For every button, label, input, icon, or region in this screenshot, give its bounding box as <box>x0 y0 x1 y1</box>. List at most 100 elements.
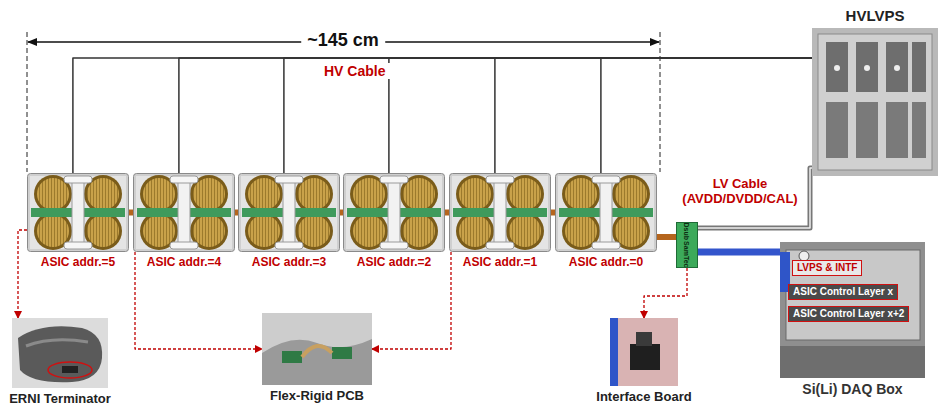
photo-caption: Interface Board <box>596 389 691 404</box>
graphic-part <box>62 366 78 373</box>
cable-connector <box>135 252 262 349</box>
daq-box-photo: Si(Li) DAQ BoxLVPS & INTFASIC Control La… <box>780 242 925 378</box>
cable-connector <box>284 58 812 173</box>
detector-module: ASIC addr.=1 <box>449 173 551 252</box>
graphic-part <box>48 362 92 378</box>
graphic-part <box>610 318 678 386</box>
graphic-part <box>12 318 108 388</box>
asic-address: ASIC addr.=5 <box>41 255 115 269</box>
connector-line <box>129 210 133 216</box>
graphic-part <box>262 339 372 385</box>
connector-line <box>389 58 812 173</box>
graphic-part <box>238 173 340 252</box>
graphic-part <box>615 215 647 247</box>
cable-connector <box>445 212 449 213</box>
connector-line <box>340 210 343 216</box>
graphic-part <box>509 215 541 247</box>
graphic-part <box>262 313 372 385</box>
graphic-part <box>834 65 840 71</box>
connector-name: Dsub <box>684 223 691 241</box>
terminator-photo: ERNI Terminator <box>12 318 108 388</box>
graphic-part <box>282 351 302 363</box>
graphic-part <box>332 347 352 359</box>
graphic-part <box>143 215 175 247</box>
photo-tag: ASIC Control Layer x <box>788 284 898 300</box>
cable-connector <box>601 58 812 173</box>
graphic-part <box>403 215 435 247</box>
cable-connector <box>129 212 133 213</box>
graphic-part <box>555 173 657 252</box>
connector-line <box>495 58 812 173</box>
graphic-part <box>636 332 652 346</box>
cable-connector <box>657 237 676 238</box>
photo-tag: ASIC Control Layer x+2 <box>788 306 909 322</box>
graphic-part <box>592 242 620 249</box>
photo-tag: LVPS & INTF <box>792 260 862 276</box>
graphic-part <box>556 174 657 252</box>
graphic-part <box>87 178 119 210</box>
detector-module: ASIC addr.=4 <box>133 173 235 252</box>
graphic-part <box>486 176 514 183</box>
cable-connector <box>18 230 27 318</box>
graphic-part <box>403 178 435 210</box>
graphic-part <box>818 34 932 170</box>
graphic-part <box>37 178 69 210</box>
connector-labels: DsubSamTec <box>676 222 698 268</box>
graphic-part <box>856 102 878 158</box>
graphic-part <box>298 215 330 247</box>
photo-caption: ERNI Terminator <box>9 391 111 406</box>
detector-module: ASIC addr.=2 <box>343 173 445 252</box>
tag-text: LVPS & INTF <box>797 262 857 274</box>
graphic-part <box>826 102 848 158</box>
cable-connector <box>73 58 812 173</box>
graphic-part <box>780 242 925 378</box>
board-photo: Interface Board <box>610 318 678 386</box>
connector-line <box>284 58 812 173</box>
cable-connector <box>495 58 812 173</box>
graphic-part <box>170 242 198 249</box>
graphic-part <box>812 28 938 176</box>
connector-line <box>551 210 555 216</box>
pcb-photo: Flex-Rigid PCB <box>262 313 372 385</box>
graphic-part <box>565 215 597 247</box>
graphic-part <box>509 178 541 210</box>
asic-address: ASIC addr.=4 <box>147 255 221 269</box>
graphic-part <box>450 174 551 252</box>
cable-connector <box>698 252 780 253</box>
graphic-part <box>592 176 620 183</box>
cable-label: LV Cable (AVDD/DVDD/CAL) <box>678 176 802 206</box>
graphic-part <box>494 177 506 248</box>
graphic-part <box>353 178 385 210</box>
graphic-part <box>452 176 548 249</box>
cable-label: HV Cable <box>318 63 391 79</box>
connector-line <box>445 210 449 216</box>
graphic-part <box>12 318 108 388</box>
graphic-part <box>615 178 647 210</box>
graphic-part <box>26 340 88 346</box>
graphic-part <box>344 174 445 252</box>
graphic-part <box>558 176 654 249</box>
connector-line <box>698 249 780 256</box>
dimension-tick <box>660 32 661 172</box>
graphic-part <box>610 318 618 386</box>
connector-line <box>179 58 812 173</box>
graphic-part <box>677 223 698 268</box>
graphic-part <box>275 242 303 249</box>
graphic-part <box>248 215 280 247</box>
connector-line <box>235 210 238 216</box>
graphic-part <box>380 242 408 249</box>
photo-caption: Si(Li) DAQ Box <box>802 381 902 397</box>
graphic-part <box>353 215 385 247</box>
graphic-part <box>28 174 129 252</box>
graphic-part <box>248 178 280 210</box>
asic-address: ASIC addr.=1 <box>463 255 537 269</box>
graphic-part <box>780 346 925 378</box>
connector-line <box>18 230 27 318</box>
graphic-part <box>30 176 126 249</box>
graphic-part <box>380 176 408 183</box>
graphic-part <box>786 250 920 340</box>
detector-module: ASIC addr.=0 <box>555 173 657 252</box>
graphic-part <box>343 173 445 252</box>
graphic-part <box>886 102 908 158</box>
graphic-part <box>136 176 232 249</box>
